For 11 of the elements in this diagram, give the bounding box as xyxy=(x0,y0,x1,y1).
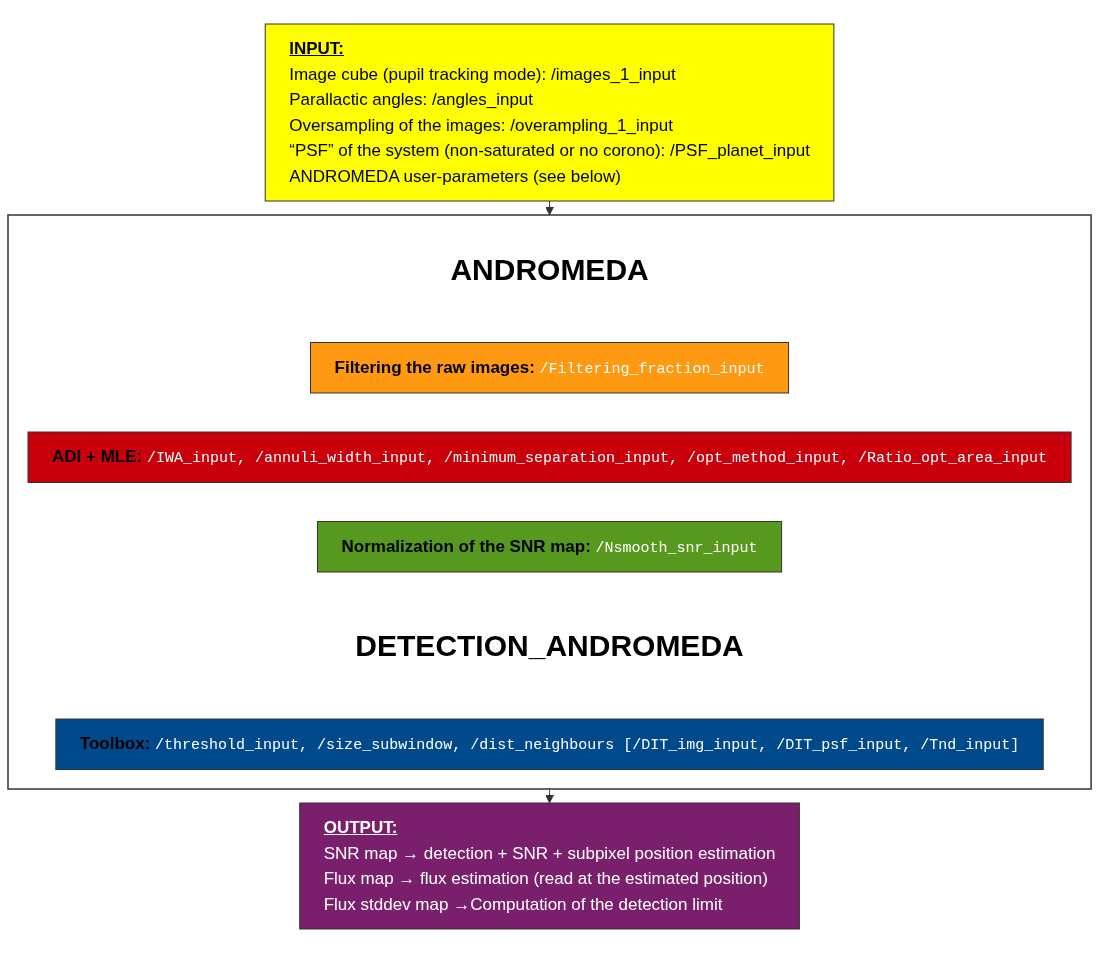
node-box: Filtering the raw images: /Filtering_fraction_input xyxy=(310,342,790,394)
arrow xyxy=(545,788,555,804)
node-box: INPUT: Image cube (pupil tracking mode): /images_1_input Parallactic angles: /angles_input Oversampling of the images: /overampling_1_input “PSF” of the system (non-saturated or no corono): /PSF_planet_input ANDROMEDA user-parameters (see below) xyxy=(265,23,835,202)
node-box: ADI + MLE: /IWA_input, /annuli_width_input, /minimum_separation_input, /opt_method_input, /Ratio_opt_area_input xyxy=(27,431,1073,483)
node-box: Normalization of the SNR map: /Nsmooth_snr_input xyxy=(317,521,783,573)
arrow xyxy=(545,200,555,216)
node-box: OUTPUT: SNR map → detection + SNR + subpixel position estimation Flux map → flux estimation (read at the estimated position) Flux stddev map →Computation of the detection limit xyxy=(299,802,801,930)
node-text: ANDROMEDA xyxy=(450,252,650,286)
cluster xyxy=(7,214,1093,790)
node-text: DETECTION_ANDROMEDA xyxy=(355,629,745,662)
node-box: Toolbox: /threshold_input, /size_subwindow, /dist_neighbours [/DIT_img_input, /DIT_psf_input, /Tnd_input] xyxy=(55,718,1045,770)
